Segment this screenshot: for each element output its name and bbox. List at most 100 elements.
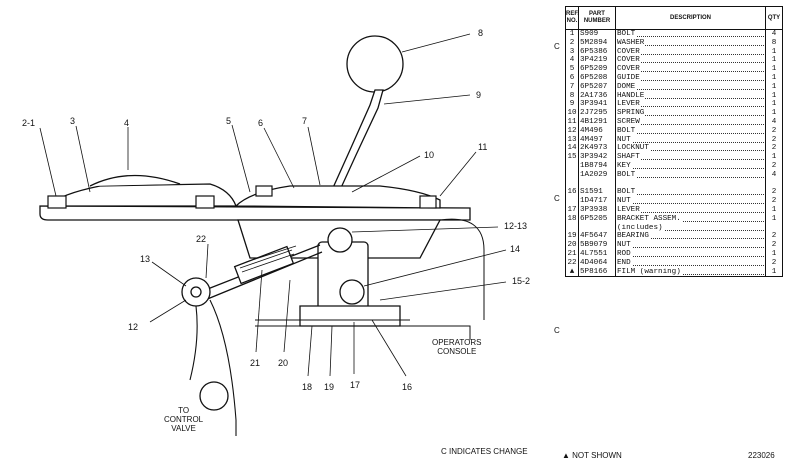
callout-number: 12 — [128, 322, 138, 332]
callout-number: 5 — [226, 116, 231, 126]
left-dome-cover — [89, 174, 181, 187]
ref-no-cell: 13 — [567, 135, 577, 144]
qty-cell: 1 — [765, 267, 782, 277]
parts-row — [566, 179, 782, 189]
part-number-cell: S1591 — [578, 188, 616, 198]
ref-no-cell: 11 — [567, 117, 577, 126]
part-number-cell: 4M496 — [578, 126, 616, 136]
qty-cell: 2 — [765, 188, 782, 198]
ref-no-cell: 9 — [569, 100, 575, 109]
callout-number: 12-13 — [504, 221, 527, 231]
part-number-cell: 4B1291 — [578, 117, 616, 127]
dot-leader — [617, 247, 764, 249]
description-text: BEARING — [617, 232, 650, 241]
description-text: SHAFT — [617, 153, 641, 162]
callout-number: 21 — [250, 358, 260, 368]
callout-number: 9 — [476, 90, 481, 100]
callout-number: 16 — [402, 382, 412, 392]
lever-shaft — [330, 89, 384, 191]
part-number-cell: 6P5386 — [578, 47, 616, 57]
description-text: WASHER — [617, 38, 646, 47]
part-number-cell: 3P3942 — [578, 153, 616, 162]
description-text: HANDLE — [617, 91, 646, 100]
part-number-cell: 6P5205 — [578, 214, 616, 224]
callout-number: 8 — [478, 28, 483, 38]
change-mark: C — [554, 326, 560, 335]
description-text: DOME — [617, 82, 637, 91]
qty-cell: 1 — [765, 205, 782, 215]
description-cell: LEVER — [615, 205, 766, 215]
operators-console-note: OPERATORS CONSOLE — [432, 338, 482, 356]
qty-cell: 2 — [765, 161, 782, 171]
part-number-cell: 3P4219 — [578, 56, 616, 66]
description-cell: KEY — [615, 161, 766, 171]
callout-number: 22 — [196, 234, 206, 244]
bracket — [299, 305, 401, 327]
description-cell: BEARING — [615, 232, 766, 242]
description-text: BOLT — [617, 170, 637, 179]
description-cell: COVER — [615, 56, 766, 66]
change-note: C INDICATES CHANGE — [441, 447, 528, 456]
callout-number: 7 — [302, 116, 307, 126]
ref-no-cell: 3 — [569, 47, 575, 56]
dot-leader — [617, 44, 764, 46]
ref-no-cell — [566, 224, 579, 233]
dot-leader — [617, 194, 764, 196]
description-cell: FILM (warning) — [615, 267, 766, 277]
part-number-cell: 4L7551 — [578, 249, 616, 259]
description-cell: BOLT — [615, 29, 766, 39]
callout-number: 20 — [278, 358, 288, 368]
description-text: END — [617, 258, 632, 267]
callout-number: 14 — [510, 244, 520, 254]
ref-no-cell: 20 — [567, 241, 577, 250]
description-cell: WASHER — [615, 38, 766, 48]
dot-leader — [617, 229, 764, 231]
ref-no-cell: 19 — [567, 232, 577, 241]
dot-leader — [617, 62, 764, 64]
description-cell: HANDLE — [615, 91, 766, 101]
description-text: BRACKET ASSEM. — [617, 214, 682, 223]
part-number-cell: 4D4064 — [578, 258, 616, 268]
parts-row: (includes) — [566, 223, 782, 233]
callout-number: 15-2 — [512, 276, 530, 286]
description-text: NUT — [617, 135, 632, 144]
qty-cell: 1 — [765, 249, 782, 259]
change-mark: C — [554, 194, 560, 203]
description-text — [617, 179, 618, 188]
description-text: FILM (warning) — [617, 267, 682, 276]
dot-leader — [617, 220, 764, 222]
qty-cell: 1 — [765, 91, 782, 101]
dot-leader — [617, 97, 764, 99]
callout-number: 18 — [302, 382, 312, 392]
dot-leader — [617, 88, 764, 90]
ref-no-cell — [566, 180, 579, 189]
note-line: CONSOLE — [437, 347, 477, 356]
ref-no-cell: 22 — [567, 258, 577, 267]
dot-leader — [617, 238, 764, 240]
part-number-cell: 1A2029 — [578, 170, 616, 180]
note-line: CONTROL — [164, 415, 204, 424]
description-text: LEVER — [617, 100, 641, 109]
qty-cell: 1 — [765, 82, 782, 92]
part-number-cell: 1B8794 — [578, 161, 616, 171]
header-description: DESCRIPTION — [615, 7, 766, 30]
ref-no-cell: 2 — [569, 38, 575, 47]
dot-leader — [617, 36, 764, 37]
ref-no-cell: 4 — [569, 56, 575, 65]
dot-leader — [617, 176, 764, 178]
part-number-cell: 5P8166 — [578, 267, 616, 277]
part-number-cell: 1D4717 — [578, 197, 616, 206]
description-text: BOLT — [617, 126, 637, 135]
dot-leader — [617, 115, 764, 117]
